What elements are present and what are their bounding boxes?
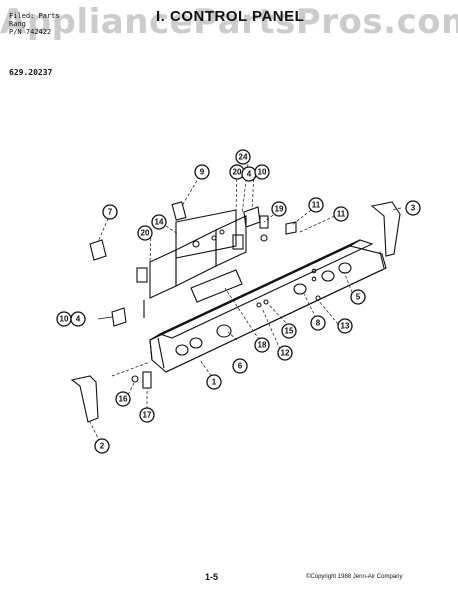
svg-text:4: 4 xyxy=(247,170,252,179)
svg-text:5: 5 xyxy=(356,293,361,302)
header-part-number: P/N 742422 xyxy=(9,28,52,36)
header-range: Rang xyxy=(9,20,26,28)
callout-11-lower: 11 xyxy=(333,206,349,222)
callout-10-top: 10 xyxy=(254,164,270,180)
svg-text:4: 4 xyxy=(76,315,81,324)
callout-13: 13 xyxy=(337,318,353,334)
callout-4-top: 4 xyxy=(241,166,257,182)
callout-4-left: 4 xyxy=(70,311,86,327)
header-filed: Filed: Parts xyxy=(9,12,60,20)
svg-text:13: 13 xyxy=(341,322,350,331)
callout-17: 17 xyxy=(139,407,155,423)
callout-10-left: 10 xyxy=(56,311,72,327)
svg-text:16: 16 xyxy=(119,395,128,404)
page-title: I. CONTROL PANEL xyxy=(156,8,305,25)
callout-19: 19 xyxy=(271,201,287,217)
svg-text:20: 20 xyxy=(233,168,242,177)
svg-text:12: 12 xyxy=(281,349,290,358)
callout-24: 24 xyxy=(235,149,251,165)
callout-14: 14 xyxy=(151,214,167,230)
callout-8: 9 xyxy=(194,164,210,180)
svg-text:18: 18 xyxy=(258,341,267,350)
svg-text:20: 20 xyxy=(141,229,150,238)
callout-1: 1 xyxy=(206,374,222,390)
svg-text:10: 10 xyxy=(60,315,69,324)
svg-text:15: 15 xyxy=(285,327,294,336)
callout-2: 2 xyxy=(94,438,110,454)
callout-16: 16 xyxy=(115,391,131,407)
model-number: 629.20237 xyxy=(9,68,53,77)
svg-text:11: 11 xyxy=(312,201,321,210)
svg-text:2: 2 xyxy=(100,442,105,451)
callout-18: 18 xyxy=(254,337,270,353)
callout-12: 12 xyxy=(277,345,293,361)
page-number: 1-5 xyxy=(205,572,219,582)
callout-6: 7 xyxy=(102,204,118,220)
svg-text:1: 1 xyxy=(212,378,217,387)
copyright-notice: ©Copyright 1988 Jenn-Air Company xyxy=(306,574,403,580)
timer-bracket-assembly xyxy=(136,209,247,303)
svg-text:11: 11 xyxy=(337,210,346,219)
callout-5: 5 xyxy=(350,289,366,305)
callout-20-left: 20 xyxy=(137,225,153,241)
callout-15: 15 xyxy=(281,323,297,339)
svg-text:24: 24 xyxy=(239,153,248,162)
svg-text:6: 6 xyxy=(238,362,243,371)
control-panel-body xyxy=(149,239,387,373)
svg-text:7: 7 xyxy=(108,208,113,217)
callout-7: 6 xyxy=(232,358,248,374)
control-knob-holes xyxy=(175,262,352,356)
svg-text:19: 19 xyxy=(275,205,284,214)
callout-11-upper: 11 xyxy=(308,197,324,213)
leader-lines xyxy=(89,163,402,447)
watermark: AppliancePartsPros.com xyxy=(0,2,458,42)
svg-text:10: 10 xyxy=(258,168,267,177)
callout-9: 8 xyxy=(310,315,326,331)
small-parts xyxy=(70,201,401,423)
svg-text:8: 8 xyxy=(316,319,321,328)
callout-3: 3 xyxy=(405,200,421,216)
svg-text:14: 14 xyxy=(155,218,164,227)
svg-text:9: 9 xyxy=(200,168,205,177)
svg-text:17: 17 xyxy=(143,411,152,420)
svg-text:3: 3 xyxy=(411,204,416,213)
